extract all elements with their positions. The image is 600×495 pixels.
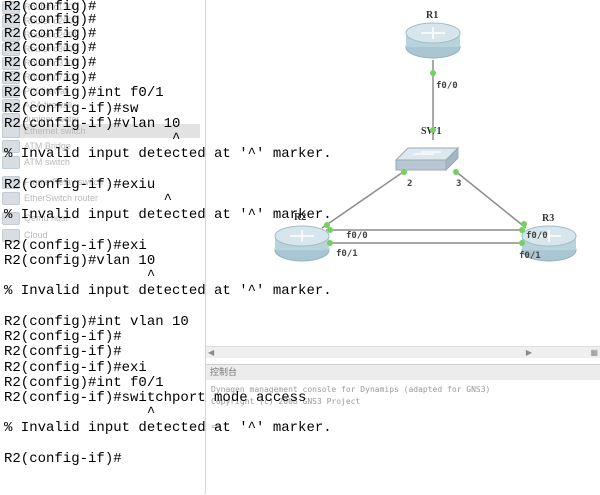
port-dot-r3-f01: [519, 240, 525, 246]
device-type-label: ATM switch: [24, 157, 70, 167]
device-type-label: Router c7200: [24, 72, 79, 82]
console-panel[interactable]: 控制台 Dynagen management console for Dynam…: [206, 364, 600, 495]
device-type-icon: [2, 139, 20, 153]
router-r3[interactable]: [521, 225, 577, 262]
port-label-r2-f00: f0/0: [346, 231, 368, 241]
device-type-item[interactable]: Router c3600: [2, 42, 78, 56]
device-type-item[interactable]: Qemu host: [2, 211, 68, 225]
device-type-label: ATM Bridge: [24, 141, 71, 151]
device-type-icon: [2, 56, 20, 70]
device-type-icon: [2, 175, 20, 189]
device-type-item[interactable]: Cloud: [2, 228, 48, 242]
scroll-right-arrow-icon[interactable]: ▶: [525, 348, 532, 357]
device-type-icon: [2, 70, 20, 84]
device-type-item[interactable]: Router c2691: [2, 28, 78, 42]
topology-canvas[interactable]: R1 SW1 R2 R3: [206, 0, 600, 364]
device-type-item[interactable]: Frame Relay switch: [2, 175, 103, 189]
router-r2-label: R2: [294, 212, 306, 223]
device-type-label: Router c3600: [24, 44, 79, 54]
device-type-label: Ethernet switch: [24, 126, 86, 136]
device-type-icon: [2, 28, 20, 42]
router-r3-label: R3: [542, 213, 554, 224]
device-type-label: Qemu host: [24, 213, 69, 223]
scroll-left-arrow-icon[interactable]: ◀: [208, 348, 215, 357]
switch-sw1[interactable]: [394, 146, 460, 172]
device-type-item[interactable]: PIX firewall: [2, 84, 69, 98]
port-label-r2-f01: f0/1: [336, 249, 358, 259]
port-dot-r2-f00: [327, 227, 333, 233]
device-type-icon: [2, 124, 20, 138]
resize-grip-icon[interactable]: ▦: [590, 348, 598, 357]
router-r2[interactable]: [274, 225, 330, 262]
device-type-label: Cloud: [24, 230, 48, 240]
device-type-label: EtherSwitch router: [24, 193, 99, 203]
device-type-item[interactable]: ASA firewall: [2, 98, 72, 112]
device-type-label: Router c2691: [24, 30, 79, 40]
device-type-item[interactable]: Ethernet switch: [2, 124, 200, 138]
port-dot-sw1-up: [430, 127, 436, 133]
device-type-icon: [2, 0, 20, 14]
device-type-label: ASA firewall: [24, 100, 73, 110]
router-r1[interactable]: [405, 22, 461, 59]
device-type-item[interactable]: Router c1700: [2, 0, 78, 14]
device-type-icon: [2, 191, 20, 205]
link-sw1-r3[interactable]: [453, 169, 527, 229]
device-type-label: Router c3700: [24, 58, 79, 68]
port-dot-r1-f00: [430, 70, 436, 76]
device-type-label: Router c2600: [24, 16, 79, 26]
port-label-r3-f00: f0/0: [526, 231, 548, 241]
port-dot-sw1-p3: [453, 169, 459, 175]
device-type-icon: [2, 228, 20, 242]
router-r1-label: R1: [426, 10, 438, 21]
port-dot-r2-f01: [327, 240, 333, 246]
device-type-item[interactable]: ATM Bridge: [2, 139, 71, 153]
device-type-label: Router c1700: [24, 2, 79, 12]
device-type-item[interactable]: EtherSwitch router: [2, 191, 98, 205]
link-sw1-r2[interactable]: [321, 169, 407, 229]
device-type-icon: [2, 155, 20, 169]
port-dot-sw1-p2: [401, 169, 407, 175]
topology-svg[interactable]: R1 SW1 R2 R3: [206, 0, 600, 346]
port-dot-r3-f00: [519, 227, 525, 233]
port-label-r3-f01: f0/1: [519, 251, 541, 261]
device-type-icon: [2, 84, 20, 98]
topology-horizontal-scrollbar[interactable]: ◀ ▶ ▦: [206, 346, 600, 358]
port-dot-r2-uplink: [324, 222, 330, 228]
port-label-sw1-p3: 3: [456, 179, 461, 189]
console-title: 控制台: [206, 365, 600, 380]
device-type-label: Juniper router: [24, 114, 80, 124]
device-type-item[interactable]: Router c3700: [2, 56, 78, 70]
device-type-item[interactable]: ATM switch: [2, 155, 70, 169]
console-line: Dynagen management console for Dynamips …: [211, 385, 491, 394]
device-type-icon: [2, 14, 20, 28]
device-type-item[interactable]: Router c7200: [2, 70, 78, 84]
device-type-icon: [2, 98, 20, 112]
console-line: Copyright (c) 2008 GNS3 Project: [211, 397, 361, 406]
port-label-sw1-p2: 2: [407, 179, 412, 189]
device-type-label: Frame Relay switch: [24, 177, 104, 187]
device-type-item[interactable]: Router c2600: [2, 14, 78, 28]
device-type-icon: [2, 42, 20, 56]
device-type-label: PIX firewall: [24, 86, 70, 96]
console-line: =>: [211, 422, 221, 431]
device-type-icon: [2, 211, 20, 225]
port-dot-r3-uplink: [521, 221, 527, 227]
port-label-r1-f00: f0/0: [436, 81, 458, 91]
